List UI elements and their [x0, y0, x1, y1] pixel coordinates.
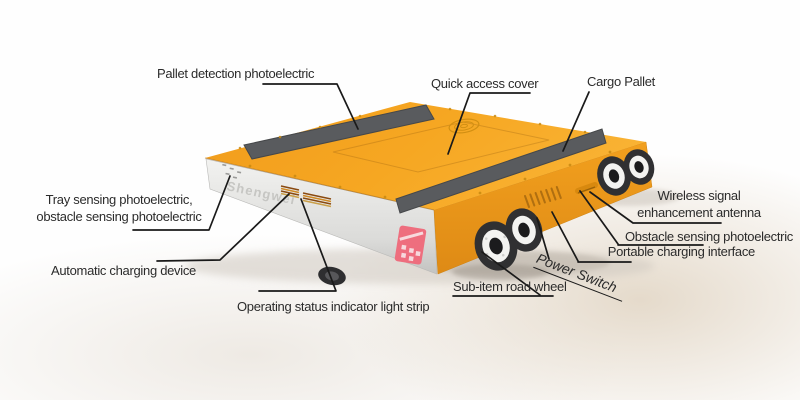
- leader-pallet-detection: [262, 83, 359, 130]
- top-logo: [448, 118, 480, 134]
- label-quick-access-cover: Quick access cover: [431, 76, 539, 91]
- cargo-tread-strip-right: [395, 128, 607, 214]
- side-logo: [394, 225, 427, 265]
- leader-obstacle-sensing: [579, 190, 704, 246]
- label-obstacle-sensing-photoelectric: Obstacle sensing photoelectric: [624, 229, 793, 244]
- label-wireless-line2: enhancement antenna: [637, 205, 761, 220]
- leader-portable-charging: [551, 211, 632, 263]
- charging-contact-strip: [280, 185, 300, 199]
- leader-automatic-charging: [156, 193, 290, 262]
- leader-sub-item-road-wheel: [452, 251, 554, 297]
- screw-dots: [238, 107, 612, 199]
- label-pallet-detection: Pallet detection photoelectric: [157, 66, 315, 81]
- front-road-wheel-inner: [505, 208, 543, 252]
- label-operating-status-indicator: Operating status indicator light strip: [237, 299, 430, 314]
- leader-cargo-pallet: [562, 91, 590, 152]
- leader-tray-obstacle-sensing: [132, 175, 231, 231]
- label-cargo-pallet: Cargo Pallet: [587, 74, 655, 89]
- label-tray-obstacle-sensing: Tray sensing photoelectric, obstacle sen…: [24, 191, 214, 225]
- label-sub-item-road-wheel: Sub-item road wheel: [453, 279, 567, 294]
- rear-road-wheel-inner: [623, 149, 655, 185]
- leader-quick-access-cover: [447, 92, 531, 155]
- label-automatic-charging-device: Automatic charging device: [51, 263, 196, 278]
- label-portable-charging-interface: Portable charging interface: [607, 244, 756, 259]
- leader-lines: [132, 83, 722, 297]
- leader-operating-status: [258, 198, 337, 292]
- status-light-strip: [302, 192, 332, 208]
- label-tray-line2: obstacle sensing photoelectric: [36, 209, 202, 224]
- sensor-marks: [222, 163, 242, 179]
- side-panel: [205, 158, 438, 275]
- leader-wireless-antenna: [589, 191, 722, 224]
- leader-power-switch: [536, 217, 550, 260]
- rear-road-wheel-outer: [597, 156, 631, 196]
- label-tray-line1: Tray sensing photoelectric,: [45, 192, 193, 207]
- label-wireless-line1: Wireless signal: [657, 188, 741, 203]
- top-front-edge: [204, 157, 435, 211]
- robot-illustration: Shengwei: [185, 102, 680, 286]
- vent-grille: [524, 186, 562, 208]
- quick-access-cover-seam: [332, 121, 550, 173]
- label-wireless-antenna: Wireless signal enhancement antenna: [630, 187, 768, 221]
- cargo-tread-strip-left: [243, 104, 435, 160]
